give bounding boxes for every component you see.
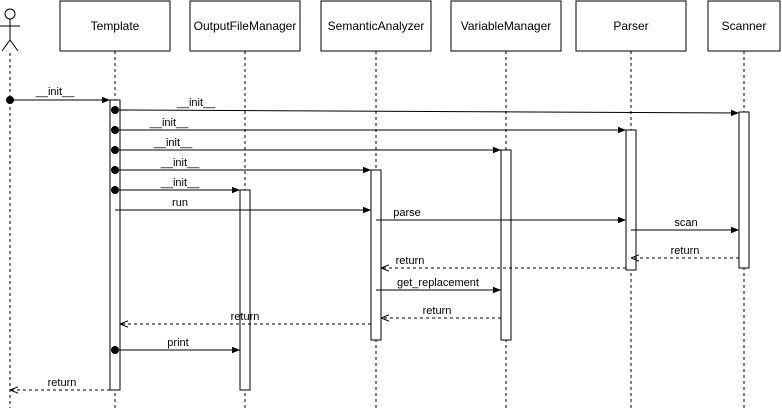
participant-scanner: Scanner	[707, 0, 781, 52]
message-return-template-label: return	[48, 377, 77, 389]
message-init-scanner-label: __init__	[176, 97, 216, 109]
activation-variable-manager	[500, 149, 512, 341]
message-scan: scan	[631, 217, 739, 234]
message-print: print	[111, 337, 240, 354]
message-get-replacement-label: get_replacement	[397, 277, 479, 289]
message-init-semantic-analyzer: __init__	[111, 157, 371, 174]
activation-template	[109, 99, 121, 391]
message-run: run	[115, 197, 371, 214]
participant-variable-manager: VariableManager	[450, 0, 562, 52]
message-run-label: run	[172, 197, 188, 209]
message-return-scanner: return	[631, 245, 739, 258]
participant-semantic-analyzer-label: SemanticAnalyzer	[328, 19, 425, 33]
message-init-template: __init__	[6, 86, 110, 104]
participant-parser: Parser	[575, 0, 687, 52]
message-init-template-label: __init__	[35, 86, 75, 98]
participant-variable-manager-label: VariableManager	[461, 19, 552, 33]
message-init-parser-label: __init__	[149, 117, 189, 129]
message-return-semantic-analyzer: return	[120, 311, 371, 324]
message-return-template: return	[10, 377, 110, 390]
message-return-semantic-analyzer-label: return	[231, 311, 260, 323]
activation-scanner	[738, 111, 750, 269]
participant-semantic-analyzer: SemanticAnalyzer	[320, 0, 432, 52]
message-init-output-file-manager-label: __init__	[160, 177, 200, 189]
activation-output-file-manager	[239, 189, 251, 391]
message-init-scanner: __init__	[111, 97, 740, 117]
message-return-variable-manager-label: return	[423, 305, 452, 317]
message-return-variable-manager: return	[381, 305, 501, 318]
message-get-replacement: get_replacement	[376, 277, 501, 294]
actor-figure	[0, 8, 20, 52]
participant-scanner-label: Scanner	[722, 19, 767, 33]
message-init-parser: __init__	[111, 117, 626, 134]
participant-output-file-manager: OutputFileManager	[189, 0, 301, 52]
message-parse: parse	[376, 207, 626, 224]
participant-output-file-manager-label: OutputFileManager	[194, 19, 297, 33]
message-print-label: print	[167, 337, 188, 349]
activation-parser	[625, 129, 637, 271]
participant-template-label: Template	[91, 19, 140, 33]
activation-semantic-analyzer	[370, 169, 382, 341]
message-return-parser: return	[381, 255, 626, 268]
message-return-scanner-label: return	[671, 245, 700, 257]
message-parse-label: parse	[393, 207, 421, 219]
message-init-semantic-analyzer-label: __init__	[160, 157, 200, 169]
message-init-variable-manager-label: __init__	[153, 137, 193, 149]
participant-template: Template	[59, 0, 171, 52]
message-init-variable-manager: __init__	[111, 137, 501, 154]
message-init-output-file-manager: __init__	[111, 177, 240, 194]
participant-parser-label: Parser	[613, 19, 648, 33]
message-scan-label: scan	[674, 217, 697, 229]
message-return-parser-label: return	[396, 255, 425, 267]
